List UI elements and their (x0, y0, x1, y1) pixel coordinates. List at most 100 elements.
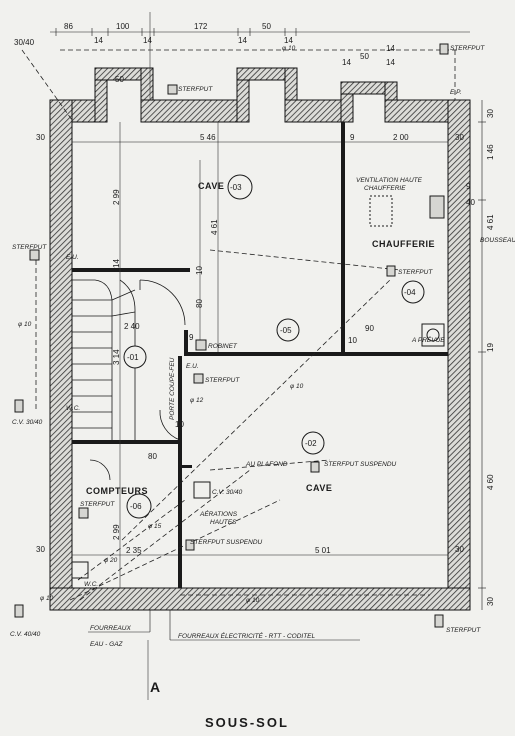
note-robinet: ROBINET (208, 343, 237, 350)
room-compteurs-code: -06 (130, 502, 142, 511)
note-sterfput-wall: STERFPUT (178, 86, 213, 93)
note-bousseau: BOUSSEAU (480, 237, 515, 244)
note-eau-gaz: EAU - GAZ (90, 641, 123, 648)
dim-right-30b: 30 (455, 133, 464, 142)
room-chaufferie-code: -04 (404, 288, 416, 297)
dim-top-14f: 14 (386, 58, 395, 67)
dim-h-461: 4 61 (210, 219, 219, 235)
room-01-code: -01 (127, 353, 139, 362)
dim-right-30c: 30 (455, 545, 464, 554)
note-cv-40-40: C.V. 40/40 (10, 631, 41, 638)
dim-top-100: 100 (116, 22, 130, 31)
dim-right-460: 4 60 (486, 474, 495, 490)
dim-top-14d: 14 (284, 36, 293, 45)
dim-top-left: 30/40 (14, 38, 35, 47)
dim-h-14: 14 (112, 259, 121, 268)
dim-left-30: 30 (36, 133, 45, 142)
dim-right-40: 40 (466, 198, 475, 207)
dim-right-30: 30 (486, 109, 495, 118)
room-compteurs-name: COMPTEURS (86, 486, 149, 496)
note-cv-30-40-mid: C.V. 30/40 (212, 489, 243, 496)
dim-right-19: 19 (486, 343, 495, 352)
note-sterfput-mid: STERFPUT (205, 377, 240, 384)
drawing-title: SOUS-SOL (205, 715, 289, 730)
staircase (72, 279, 136, 440)
dim-left-30b: 30 (36, 545, 45, 554)
dim-top-14b: 14 (143, 36, 152, 45)
room-cave-02-name: CAVE (306, 483, 333, 493)
dim-h-80: 80 (195, 299, 204, 308)
dim-top-14g: 14 (386, 44, 395, 53)
note-porte-coupe-feu: PORTE COUPE-FEU (169, 357, 176, 420)
equipment (14, 43, 449, 628)
note-sterfput-chauf: STERFPUT (398, 269, 433, 276)
note-sterfput-bottom: STERFPUT (446, 627, 481, 634)
note-sterfput-top: STERFPUT (450, 45, 485, 52)
dim-top-14a: 14 (94, 36, 103, 45)
dim-cave-width: 5 46 (200, 133, 216, 142)
note-fourreaux-eau: FOURREAUX (90, 625, 131, 632)
note-hautes: HAUTES (210, 519, 237, 526)
dim-top-50b: 50 (360, 52, 369, 61)
dim-top-50a: 50 (262, 22, 271, 31)
pipe-phi10-top: φ 10 (282, 45, 296, 52)
note-cv-30-40-left: C.V. 30/40 (12, 419, 43, 426)
dim-top-14e: 14 (342, 58, 351, 67)
dim-wall-50: 50 (115, 75, 124, 84)
dim-wall-9b: 9 (189, 333, 194, 342)
pipe-phi10-diag: φ 10 (290, 383, 304, 390)
pipe-phi12: φ 12 (190, 397, 204, 404)
note-eu-mid: E.U. (186, 363, 199, 370)
note-prevue: A PRÉVUE (412, 337, 445, 344)
note-chaufferie-small: CHAUFFERIE (364, 185, 406, 192)
note-sterfput-suspendu-2: STERFPUT SUSPENDU (190, 539, 263, 546)
dim-right-146: 1 46 (486, 144, 495, 160)
dim-h-80b: 80 (148, 452, 157, 461)
room-cave-03-code: -03 (230, 183, 242, 192)
dim-h-10c: 10 (175, 420, 184, 429)
note-ep-top: E.P. (450, 89, 462, 96)
section-mark-a: A (150, 679, 161, 695)
dim-right-30d: 30 (486, 597, 495, 606)
pipe-phi10-bottom: φ 10 (246, 597, 260, 604)
dim-top-14c: 14 (238, 36, 247, 45)
note-aerations: AÉRATIONS (200, 511, 238, 518)
dim-chauf-width: 2 00 (393, 133, 409, 142)
note-fourreaux-elec: FOURREAUX ÉLECTRICITÉ - RTT - CODITEL (178, 633, 316, 640)
pipe-phi10-corner: φ 10 (40, 595, 54, 602)
dim-w-90: 90 (365, 324, 374, 333)
dashed-lines (21, 49, 460, 601)
note-eu-left: E.U. (66, 254, 79, 261)
dim-h-299: 2 99 (112, 189, 121, 205)
pipe-phi15: φ 15 (148, 523, 162, 530)
fourreaux-leaders (88, 610, 360, 641)
dim-h-10: 10 (195, 266, 204, 275)
note-sterfput-compt: STERFPUT (80, 501, 115, 508)
room-cave-03-name: CAVE (198, 181, 225, 191)
dim-right-461: 4 61 (486, 214, 495, 230)
dim-h-299b: 2 99 (112, 524, 121, 540)
outer-walls (49, 67, 471, 611)
dim-top-86: 86 (64, 22, 73, 31)
reference-lines (119, 12, 219, 700)
dim-w-235: 2 35 (126, 546, 142, 555)
dim-wall-9: 9 (350, 133, 355, 142)
door-swings (89, 279, 186, 481)
note-sterfput-left: STERFPUT (12, 244, 47, 251)
dim-h-314: 3 14 (112, 349, 121, 365)
note-wc: W.C. (66, 405, 81, 412)
room-chaufferie-name: CHAUFFERIE (372, 239, 435, 249)
dim-w-240: 2 40 (124, 322, 140, 331)
pipe-phi10-left: φ 10 (18, 321, 32, 328)
dim-top-172: 172 (194, 22, 208, 31)
room-cave-02-code: -02 (305, 439, 317, 448)
room-05-code: -05 (280, 326, 292, 335)
pipe-phi20: φ 20 (104, 557, 118, 564)
note-sterfput-suspendu: STERFPUT SUSPENDU (324, 461, 397, 468)
note-ventilation: VENTILATION HAUTE (356, 177, 422, 184)
dim-w-501: 5 01 (315, 546, 331, 555)
note-wc-bottom: W.C. (84, 581, 99, 588)
dim-right-9: 9 (466, 182, 471, 191)
dimension-lines (50, 28, 486, 610)
